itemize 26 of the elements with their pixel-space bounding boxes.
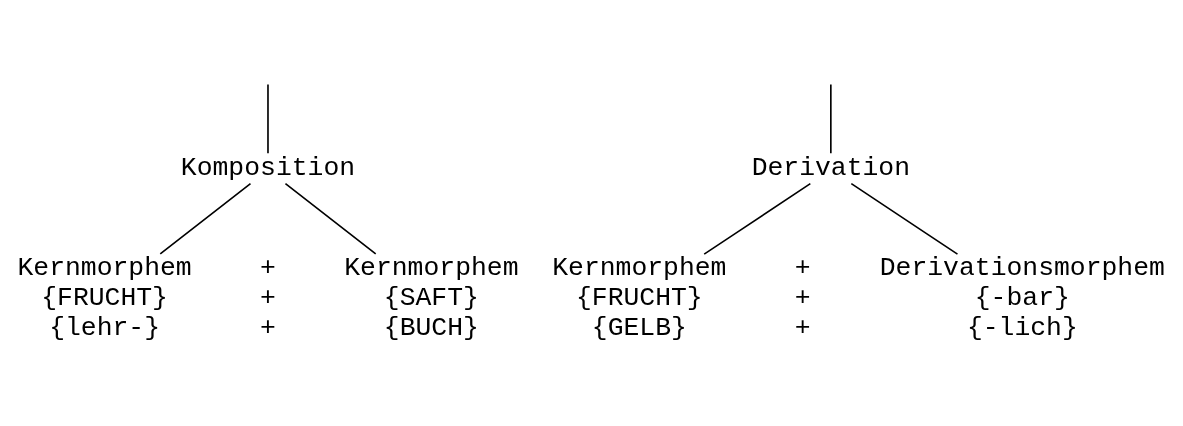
node-label: {GELB} xyxy=(591,312,687,343)
node-label: {lehr-} xyxy=(49,312,160,343)
node-label: {BUCH} xyxy=(383,312,479,343)
connector xyxy=(850,182,959,255)
node-text: Kernmorphem xyxy=(552,253,727,284)
node-text: Komposition xyxy=(180,152,356,183)
label: + xyxy=(794,253,811,284)
node-label: {-lich} xyxy=(966,312,1078,343)
label: + xyxy=(260,253,276,284)
label: + xyxy=(260,312,276,343)
label: + xyxy=(794,283,811,314)
label: + xyxy=(794,312,811,343)
node-text: Derivation xyxy=(751,152,911,183)
node-label: {FRUCHT} xyxy=(41,283,168,314)
node-text: Kernmorphem xyxy=(17,253,192,284)
label: + xyxy=(260,283,276,314)
connector xyxy=(830,83,832,155)
connector xyxy=(267,83,269,155)
node-label: {-bar} xyxy=(974,283,1070,314)
connector xyxy=(703,182,812,255)
node-label: {SAFT} xyxy=(383,283,479,314)
node-label: {FRUCHT} xyxy=(576,283,703,314)
node-text: Kernmorphem xyxy=(344,253,519,284)
connector xyxy=(284,182,377,255)
node-text: Derivationsmorphem xyxy=(879,253,1165,284)
connector xyxy=(159,182,252,255)
